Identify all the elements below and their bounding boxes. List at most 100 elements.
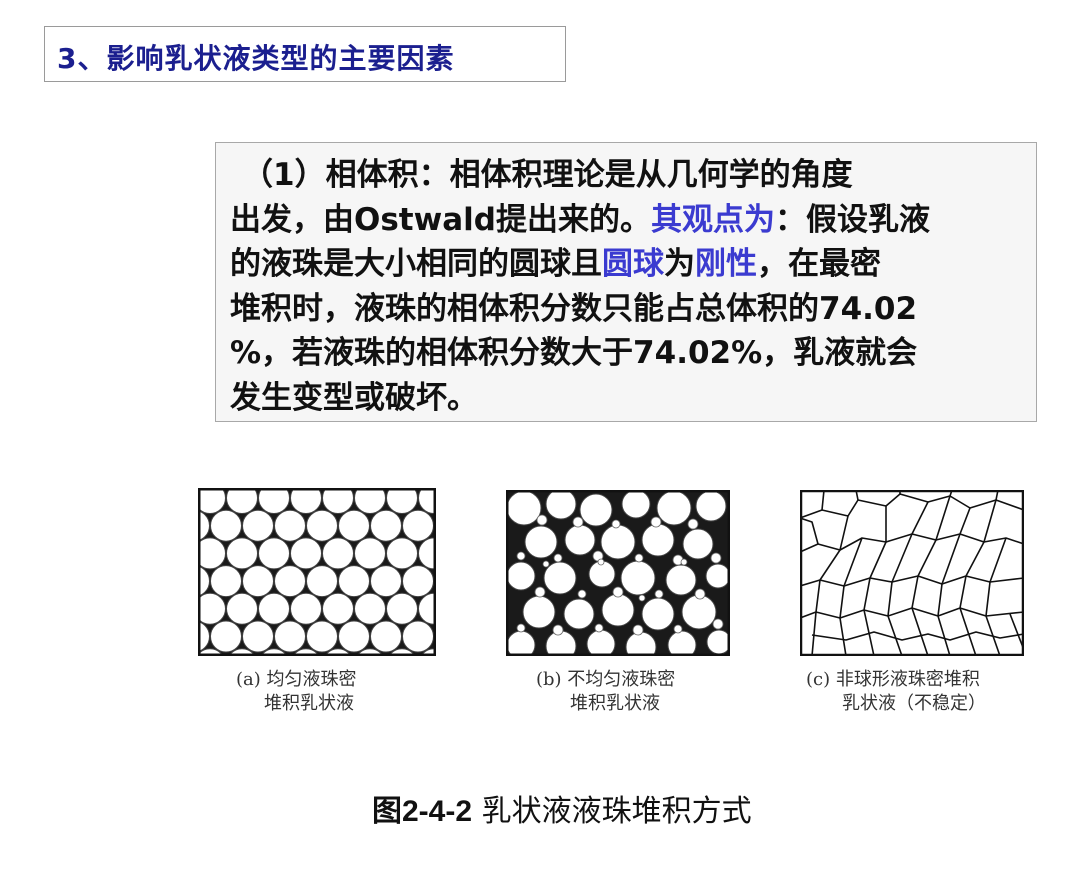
small-droplet xyxy=(687,518,699,530)
large-droplet xyxy=(600,524,636,560)
large-droplet xyxy=(506,561,536,591)
figure-polygonal-packing xyxy=(800,490,1024,656)
large-droplet xyxy=(656,490,692,526)
small-droplet xyxy=(542,560,550,568)
highlight-viewpoint: 其观点为 xyxy=(651,201,775,238)
large-droplet xyxy=(506,490,542,526)
droplet xyxy=(198,510,210,542)
large-droplet xyxy=(506,630,536,656)
droplet xyxy=(322,488,354,514)
caption-b-line2: 堆积乳状液 xyxy=(570,693,660,714)
large-droplet xyxy=(564,524,596,556)
highlight-rigid: 刚性 xyxy=(695,246,757,282)
droplet xyxy=(198,488,226,514)
droplet xyxy=(338,509,370,542)
small-droplet xyxy=(534,586,546,598)
large-droplet xyxy=(705,563,730,589)
small-droplet xyxy=(712,618,724,630)
large-droplet xyxy=(681,594,717,630)
frame xyxy=(800,490,1024,656)
small-droplet xyxy=(694,588,706,600)
droplet xyxy=(210,620,242,653)
large-droplet xyxy=(563,598,595,630)
droplet xyxy=(322,592,354,625)
droplet xyxy=(402,565,434,598)
nonuniform-packing-diagram xyxy=(506,490,730,656)
droplet xyxy=(370,620,402,653)
small-droplet xyxy=(611,519,621,529)
small-droplet xyxy=(634,553,644,563)
frame xyxy=(198,488,436,656)
large-droplet xyxy=(682,528,714,560)
section-heading-box: 3、影响乳状液类型的主要因素 xyxy=(44,26,566,82)
droplet xyxy=(386,488,418,514)
droplet xyxy=(306,620,338,653)
cell-boundary xyxy=(839,506,887,551)
paragraph-line-3: 的液珠是大小相同的圆球且圆球为刚性，在最密 xyxy=(230,242,1030,287)
figure-number: 图2-4-2 xyxy=(372,795,473,828)
cell-boundary xyxy=(821,490,825,511)
large-droplet xyxy=(620,560,656,596)
droplet xyxy=(306,565,338,598)
small-droplet xyxy=(597,558,605,566)
large-droplet xyxy=(667,630,697,656)
large-droplet xyxy=(524,525,558,559)
droplet xyxy=(322,537,354,570)
droplet xyxy=(242,620,274,653)
droplet xyxy=(354,537,386,570)
droplet xyxy=(210,509,242,542)
paragraph-line-6: 发生变型或破坏。 xyxy=(230,379,478,416)
droplet xyxy=(210,565,242,598)
figure-title-text: 乳状液液珠堆积方式 xyxy=(472,794,752,829)
large-droplet xyxy=(621,490,651,519)
droplet xyxy=(402,509,434,542)
cell-boundary xyxy=(811,631,1024,641)
caption-c-line2: 乳状液（不稳定） xyxy=(842,693,986,714)
small-droplet xyxy=(516,551,526,561)
caption-a-line1: (a) 均匀液珠密 xyxy=(236,669,357,690)
small-droplet xyxy=(710,552,722,564)
cell-boundary xyxy=(811,611,817,656)
droplet xyxy=(198,537,226,570)
large-droplet xyxy=(625,631,657,656)
paragraph-line-1: （1）相体积：相体积理论是从几何学的角度 xyxy=(242,157,853,193)
large-droplet xyxy=(641,597,675,631)
small-droplet xyxy=(654,589,664,599)
large-droplet xyxy=(641,523,675,557)
large-droplet xyxy=(579,493,613,527)
droplet xyxy=(290,537,322,570)
paragraph-box: （1）相体积：相体积理论是从几何学的角度 出发，由Ostwald提出来的。其观点… xyxy=(215,142,1037,422)
droplet xyxy=(274,565,306,598)
line3-text: 的液珠是大小相同的圆球且 xyxy=(230,246,602,282)
droplet xyxy=(370,509,402,542)
cell-boundary xyxy=(959,607,977,656)
line3-text-end: ，在最密 xyxy=(757,246,881,282)
droplet xyxy=(290,592,322,625)
small-droplet xyxy=(632,624,644,636)
cell-boundary xyxy=(937,615,951,656)
droplet xyxy=(258,592,290,625)
large-droplet xyxy=(545,490,577,520)
small-droplet xyxy=(673,624,683,634)
line3-text-mid: 为 xyxy=(664,246,695,282)
droplet xyxy=(198,592,226,625)
line2-text-end: ：假设乳液 xyxy=(775,201,930,238)
cell-boundary xyxy=(839,617,847,656)
droplet xyxy=(274,620,306,653)
droplet xyxy=(198,565,210,597)
droplet xyxy=(226,592,258,625)
caption-a: (a) 均匀液珠密 堆积乳状液 xyxy=(236,668,357,716)
droplet xyxy=(242,509,274,542)
droplet xyxy=(274,509,306,542)
figure-nonuniform-packing xyxy=(506,490,730,656)
droplet xyxy=(258,537,290,570)
paragraph-line-5: %，若液珠的相体积分数大于74.02%，乳液就会 xyxy=(230,335,918,371)
droplet xyxy=(290,488,322,514)
uniform-packing-diagram xyxy=(198,488,436,656)
large-droplet xyxy=(522,595,556,629)
large-droplet xyxy=(706,629,730,655)
small-droplet xyxy=(577,589,587,599)
small-droplet xyxy=(612,586,624,598)
cell-boundary xyxy=(800,517,819,545)
large-droplet xyxy=(695,490,727,522)
